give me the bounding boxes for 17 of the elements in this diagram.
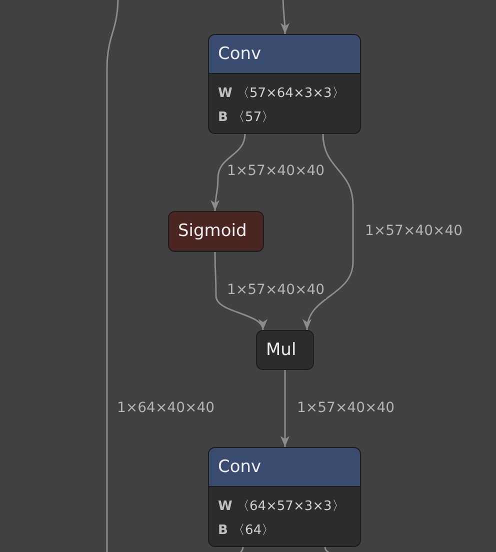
attribute-text: W 〈64×57×3×3〉 xyxy=(217,498,346,516)
attribute-text: W 〈57×64×3×3〉 xyxy=(217,85,346,103)
node-title: Conv xyxy=(209,35,360,74)
node-title: Mul xyxy=(257,331,313,368)
arrow xyxy=(210,134,246,212)
arrow xyxy=(280,370,290,447)
arrow xyxy=(304,134,354,330)
arrow xyxy=(214,252,265,330)
operator-node xyxy=(208,447,361,547)
operator-node xyxy=(208,34,361,134)
attribute-text: B 〈57〉 xyxy=(217,109,276,127)
connector-line xyxy=(237,546,244,552)
node-title: Sigmoid xyxy=(169,212,263,250)
arrow xyxy=(280,0,290,34)
node-title: Conv xyxy=(209,448,360,487)
edge-label: 1×57×40×40 xyxy=(226,281,326,299)
attribute-text: B 〈64〉 xyxy=(217,522,276,540)
